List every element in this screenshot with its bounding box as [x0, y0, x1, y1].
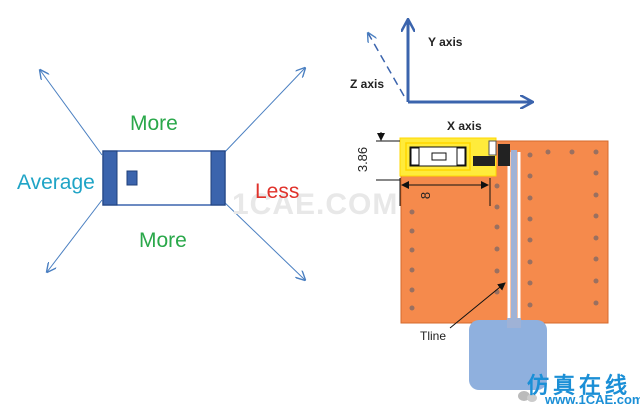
smd-part-1 [473, 156, 495, 166]
via-column-mid-left [494, 183, 500, 295]
x-axis-label: X axis [447, 119, 482, 133]
y-axis-label: Y axis [428, 35, 463, 49]
via-column-mid-right [527, 152, 533, 308]
z-axis-label: Z axis [350, 77, 385, 91]
smd-component [102, 150, 226, 206]
site-logo-chinese: 仿真在线 [527, 374, 632, 399]
pcb-board [399, 137, 609, 324]
right-end-cap [210, 150, 226, 206]
arrow-upper-right [221, 68, 305, 156]
pcb-component-mark [431, 152, 447, 161]
pcb-component-end-left [410, 147, 420, 166]
bottom-label: More [139, 229, 187, 252]
via-column-right [593, 149, 599, 306]
via-row-top [545, 149, 575, 155]
height-dimension-label: 3.86 [355, 146, 371, 173]
dimension-height [376, 132, 400, 181]
site-logo-url: www.1CAE.com [545, 392, 640, 407]
smd-part-2 [498, 144, 510, 166]
axes-triad [368, 20, 532, 102]
left-label: Average [17, 171, 95, 194]
arrow-upper-left [40, 70, 103, 156]
dimension-width [399, 178, 491, 206]
watermark: 1CAE.COM [232, 188, 399, 221]
right-label: Less [255, 180, 300, 203]
direction-arrows [40, 68, 305, 280]
connector [469, 320, 547, 390]
width-dimension-label: 8 [418, 191, 434, 200]
connector-neck [507, 318, 521, 328]
tline-pointer [449, 282, 506, 329]
tline-label: Tline [420, 329, 447, 343]
pcb-component-end-right [456, 147, 466, 166]
via-column-left [409, 209, 415, 311]
component-body [102, 150, 226, 206]
left-end-cap [102, 150, 118, 206]
arrow-lower-left [47, 199, 103, 272]
tline-trace [511, 150, 517, 323]
wechat-icon [518, 391, 537, 402]
component-outline [405, 142, 471, 171]
arrow-lower-right [221, 199, 305, 280]
component-mark [126, 170, 138, 186]
top-label: More [130, 112, 178, 135]
small-pad [488, 140, 497, 156]
